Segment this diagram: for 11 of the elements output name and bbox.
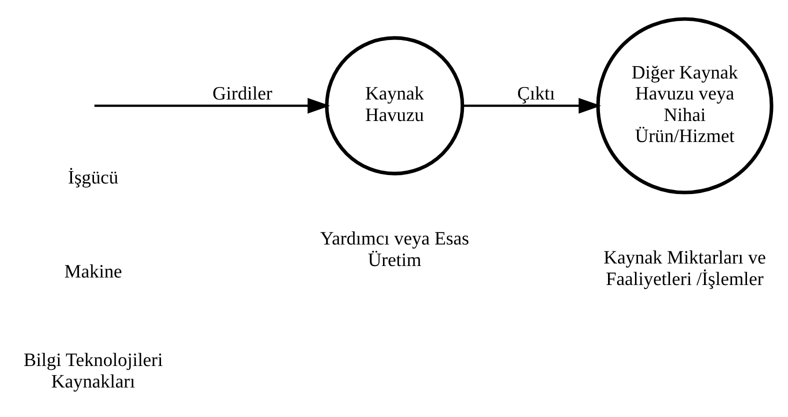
edge-label: Çıktı <box>517 84 556 105</box>
node-circle: Kaynak Havuzu <box>325 36 464 176</box>
edge-label: Girdiler <box>212 84 272 105</box>
arrow <box>94 98 330 114</box>
label: Makine <box>64 262 122 283</box>
label: Kaynak Miktarları ve Faaliyetleri /İşlemler <box>604 248 766 290</box>
arrow <box>462 98 602 114</box>
label: İşgücü <box>68 167 118 188</box>
label: Bilgi Teknolojileri Kaynakları <box>24 350 163 392</box>
node-circle: Diğer Kaynak Havuzu veya Nihai Ürün/Hizmet <box>596 17 774 194</box>
label: Yardımcı veya Esas Üretim <box>320 228 470 271</box>
